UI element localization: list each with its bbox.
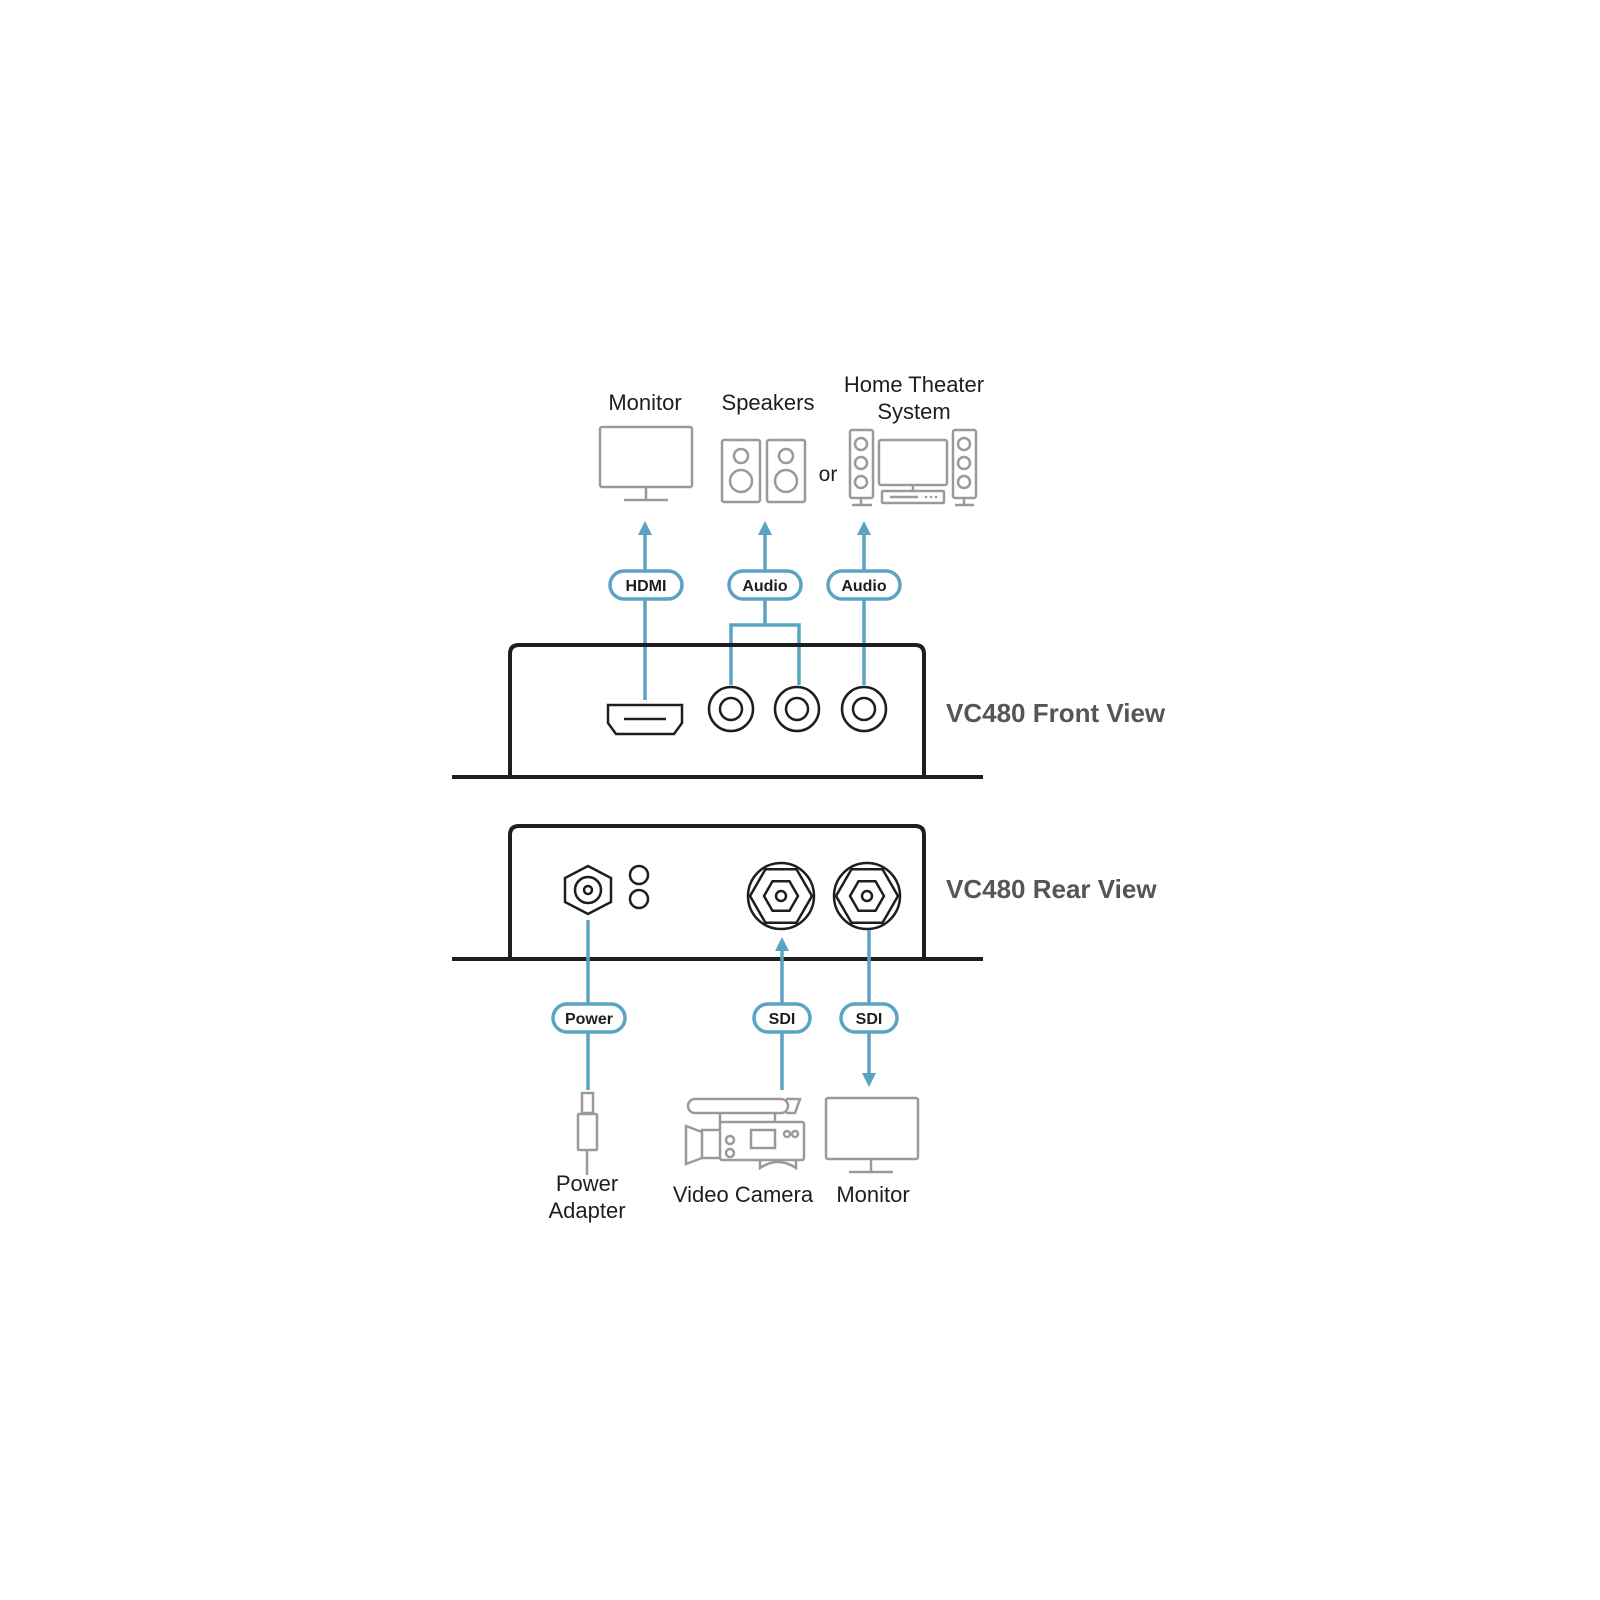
sdi-input-cable-label: SDI <box>752 1002 812 1034</box>
dc-power-jack-icon <box>563 864 613 916</box>
vc480-rear-panel <box>452 824 983 961</box>
rca-jack-icon <box>840 685 888 733</box>
front-view-label: VC480 Front View <box>946 698 1166 728</box>
video-camera-label: Video Camera <box>673 1182 814 1207</box>
bnc-connector-icon <box>832 861 902 931</box>
audio-cable-split <box>729 623 801 685</box>
audio-cable-left <box>729 521 801 685</box>
front-panel-body <box>508 643 926 777</box>
power-pill-text: Power <box>565 1011 613 1028</box>
speakers-label: Speakers <box>722 390 815 415</box>
sdi-input-pill-text: SDI <box>769 1011 796 1028</box>
home-theater-label-line1: Home Theater <box>844 372 984 397</box>
sdi-input-pill <box>752 1002 812 1034</box>
audio-pill-left-text: Audio <box>742 578 788 595</box>
audio-pill-right-text: Audio <box>841 578 887 595</box>
audio-cable-label-right: Audio <box>826 569 902 601</box>
hdmi-pill <box>608 569 684 601</box>
home-theater-icon <box>848 428 978 507</box>
rear-view-label: VC480 Rear View <box>946 874 1157 904</box>
led-indicator-icon <box>628 864 650 886</box>
or-text: or <box>819 463 838 486</box>
rear-monitor-label: Monitor <box>836 1182 909 1207</box>
power-cable-label: Power <box>551 1002 627 1034</box>
sdi-output-pill-text: SDI <box>856 1011 883 1028</box>
power-adapter-label-line2: Adapter <box>548 1198 625 1223</box>
rear-monitor-icon <box>824 1096 920 1174</box>
bnc-connector-icon <box>746 861 816 931</box>
power-adapter-icon <box>576 1091 599 1175</box>
rca-jack-icon <box>773 685 821 733</box>
hdmi-cable-label: HDMI <box>608 569 684 601</box>
front-monitor-label: Monitor <box>608 390 681 415</box>
monitor-icon <box>598 425 694 502</box>
audio-pill-right <box>826 569 902 601</box>
hdmi-port-icon <box>606 703 684 736</box>
vc480-front-panel <box>452 643 983 779</box>
video-camera-icon <box>684 1097 806 1171</box>
speakers-icon <box>720 438 807 504</box>
sdi-output-cable-label: SDI <box>839 1002 899 1034</box>
power-adapter-label-line1: Power <box>556 1171 618 1196</box>
rca-jack-icon <box>707 685 755 733</box>
power-pill <box>551 1002 627 1034</box>
led-indicator-icon <box>628 888 650 910</box>
rear-panel-body <box>508 824 926 959</box>
audio-cable-label-left: Audio <box>727 569 803 601</box>
audio-pill-left <box>727 569 803 601</box>
sdi-output-pill <box>839 1002 899 1034</box>
home-theater-label-line2: System <box>877 399 950 424</box>
hdmi-pill-text: HDMI <box>626 578 667 595</box>
